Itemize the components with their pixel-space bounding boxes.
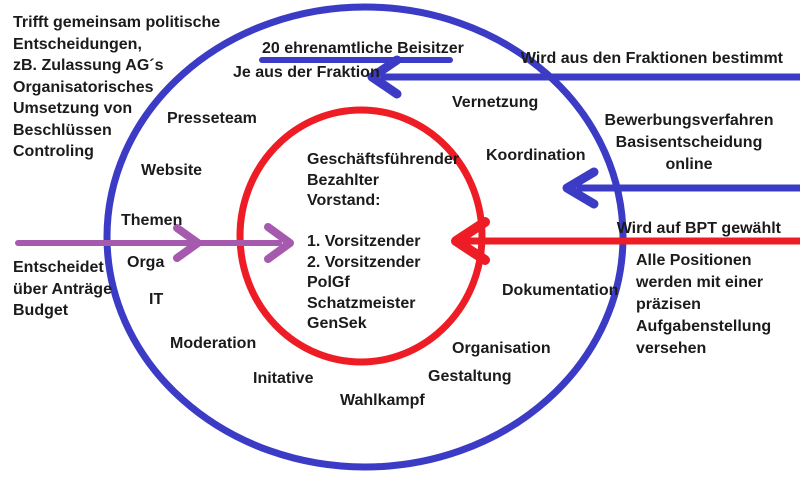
center-board-text: Geschäftsführender Bezahlter Vorstand: 1… — [307, 151, 460, 332]
red-arrow-bpt — [451, 217, 800, 265]
outer-circle — [103, 3, 627, 471]
label-organisation: Organisation — [452, 340, 551, 357]
label-dokumentation: Dokumentation — [502, 282, 619, 299]
label-moderation: Moderation — [170, 335, 257, 352]
purple-arrow-antraege — [15, 223, 294, 263]
label-initative: Initative — [253, 370, 314, 387]
label-beisitzer: 20 ehrenamtliche Beisitzer — [262, 40, 464, 57]
label-vernetzung: Vernetzung — [452, 94, 539, 111]
label-gestaltung: Gestaltung — [428, 368, 512, 385]
note-alle-positionen: Alle Positionen werden mit einer präzise… — [636, 252, 772, 357]
blue-arrow-fraktion — [367, 55, 800, 99]
label-wahlkampf: Wahlkampf — [340, 392, 425, 409]
blue-arrow-bewerbung — [562, 167, 800, 209]
note-entscheidet: Entscheidet über Anträge Budget — [13, 259, 112, 319]
inner-circle — [236, 106, 486, 366]
note-top-left: Trifft gemeinsam politische Entscheidung… — [13, 14, 221, 160]
label-bpt: Wird auf BPT gewählt — [616, 220, 781, 237]
note-bewerbung: Bewerbungsverfahren Basisentscheidung on… — [604, 112, 774, 173]
label-koordination: Koordination — [486, 147, 586, 164]
label-it: IT — [149, 291, 164, 308]
label-je-fraktion: Je aus der Fraktion — [233, 64, 380, 81]
label-themen: Themen — [121, 212, 183, 229]
label-fraktionen-bestimmt: Wird aus den Fraktionen bestimmt — [520, 50, 783, 67]
label-presseteam: Presseteam — [167, 110, 257, 127]
label-orga: Orga — [127, 254, 165, 271]
label-website: Website — [141, 162, 203, 179]
